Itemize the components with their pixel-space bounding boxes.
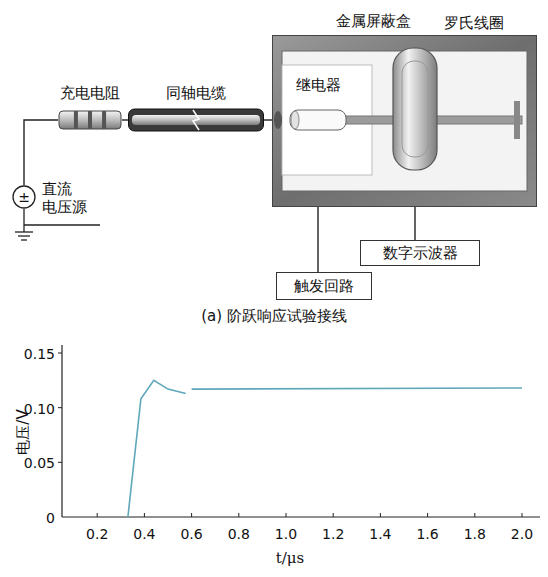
y-tick bbox=[58, 353, 62, 354]
x-tick bbox=[333, 513, 334, 517]
resistor-symbol bbox=[58, 110, 122, 130]
relay: 继电器 bbox=[286, 76, 350, 131]
tick-label: 0.15 bbox=[24, 346, 55, 362]
tick-label: 2.0 bbox=[511, 526, 533, 542]
caption-slot: (a) 阶跃响应试验接线 bbox=[201, 306, 347, 325]
x-tick bbox=[97, 513, 98, 517]
label-slot: 2.0 bbox=[511, 524, 533, 543]
cable-symbol bbox=[128, 108, 264, 132]
x-tick bbox=[286, 513, 287, 517]
box-label: 触发回路 bbox=[294, 277, 354, 295]
step-response-chart bbox=[58, 345, 540, 517]
label-slot: 1.0 bbox=[275, 524, 297, 543]
part-label: 罗氏线圈 bbox=[444, 14, 504, 32]
part-label: 充电电阻 bbox=[60, 84, 120, 102]
label-slot: 0.6 bbox=[180, 524, 202, 543]
label-slot: 1.8 bbox=[464, 524, 486, 543]
tick-label: 1.0 bbox=[275, 526, 297, 542]
x-tick bbox=[238, 513, 239, 517]
y-axis bbox=[61, 345, 62, 517]
label-slot: 0.2 bbox=[86, 524, 108, 543]
tick-label: 0.6 bbox=[180, 526, 202, 542]
axis-title: 电压/V bbox=[14, 409, 32, 454]
shield-box: 继电器罗氏线圈金属屏蔽盒 bbox=[272, 35, 537, 207]
tick-label: 0.2 bbox=[86, 526, 108, 542]
part-label: 直流 电压源 bbox=[42, 180, 90, 216]
source-circle: ± bbox=[12, 185, 36, 209]
dc-voltage-source: ±直流 电压源 bbox=[12, 180, 122, 216]
tick-label: 1.6 bbox=[416, 526, 438, 542]
label-slot: t/μs bbox=[276, 548, 305, 567]
axis-title: t/μs bbox=[276, 549, 305, 567]
part-label: 继电器 bbox=[296, 76, 341, 94]
tick-label: 0.8 bbox=[228, 526, 250, 542]
x-tick bbox=[427, 513, 428, 517]
label-slot: 0.8 bbox=[228, 524, 250, 543]
x-tick bbox=[522, 513, 523, 517]
label-slot: 0 bbox=[46, 508, 55, 527]
label-slot: 1.6 bbox=[416, 524, 438, 543]
wire bbox=[24, 120, 58, 185]
tick-label: 1.4 bbox=[369, 526, 391, 542]
coil-symbol bbox=[392, 47, 438, 171]
response-curve bbox=[128, 380, 186, 517]
rogowski-coil: 罗氏线圈 bbox=[392, 47, 438, 171]
part-label: 同轴电缆 bbox=[166, 84, 226, 102]
label-slot: 电压/V bbox=[13, 409, 32, 454]
tick-label: 0.4 bbox=[133, 526, 155, 542]
trigger-circuit-box: 触发回路 bbox=[276, 272, 372, 300]
label-slot: 1.2 bbox=[322, 524, 344, 543]
charging-resistor: 充电电阻 bbox=[40, 84, 140, 130]
label-slot: 0.15 bbox=[24, 344, 55, 363]
tick-label: 1.2 bbox=[322, 526, 344, 542]
figure-caption: (a) 阶跃响应试验接线 bbox=[201, 307, 347, 325]
y-tick bbox=[58, 462, 62, 463]
y-tick bbox=[58, 407, 62, 408]
box-heading: 金属屏蔽盒 bbox=[336, 12, 411, 30]
box-label: 数字示波器 bbox=[383, 244, 458, 262]
response-curve bbox=[192, 388, 522, 389]
x-tick bbox=[380, 513, 381, 517]
label-slot: 1.4 bbox=[369, 524, 391, 543]
polarity-sign: ± bbox=[12, 185, 36, 209]
tick-label: 0.05 bbox=[24, 455, 55, 471]
tick-label: 1.8 bbox=[464, 526, 486, 542]
oscilloscope-box: 数字示波器 bbox=[360, 240, 480, 266]
label-slot: 0.4 bbox=[133, 524, 155, 543]
label-slot: 0.05 bbox=[24, 453, 55, 472]
axis-ticks bbox=[58, 353, 522, 517]
tick-label: 0 bbox=[46, 510, 55, 526]
x-tick bbox=[144, 513, 145, 517]
x-tick bbox=[191, 513, 192, 517]
relay-symbol bbox=[289, 109, 347, 131]
x-tick bbox=[474, 513, 475, 517]
wire bbox=[122, 119, 128, 120]
x-axis bbox=[62, 516, 540, 517]
coaxial-cable: 同轴电缆 bbox=[128, 84, 264, 132]
